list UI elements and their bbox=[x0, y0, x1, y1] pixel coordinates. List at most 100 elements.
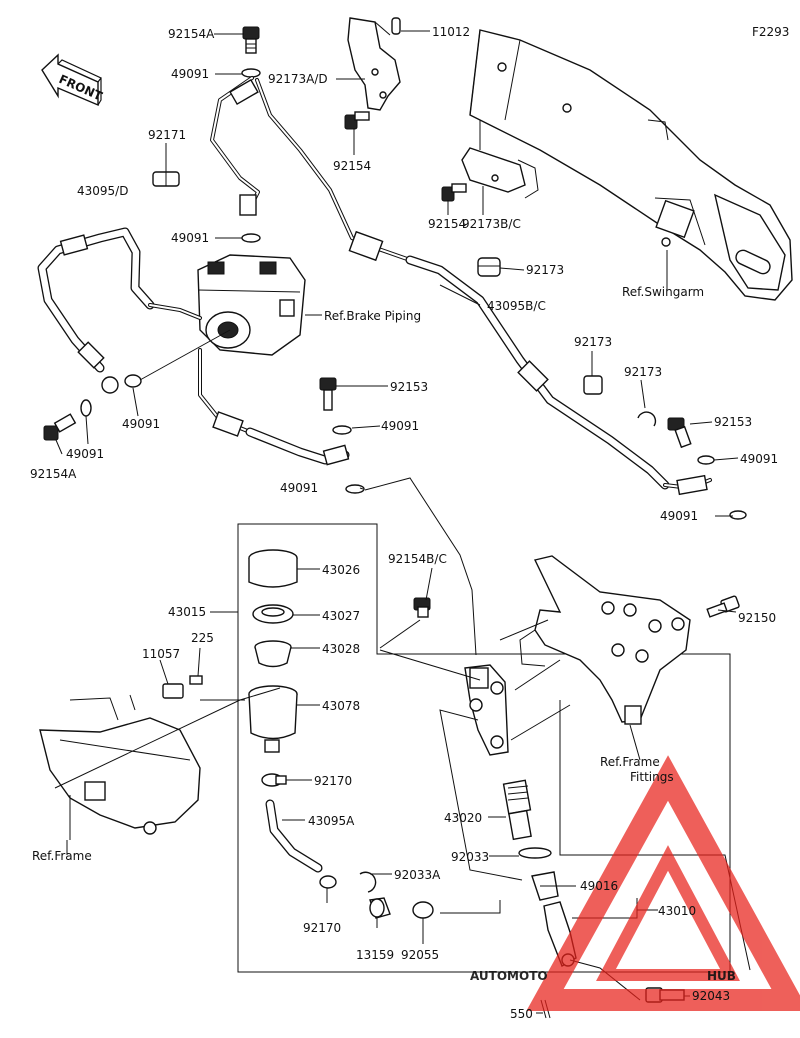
label-ref-brake-piping: Ref.Brake Piping bbox=[324, 309, 421, 323]
figure-code: F2293 bbox=[752, 25, 789, 39]
bolt-92154A-top bbox=[242, 26, 260, 54]
label-92170-b: 92170 bbox=[303, 921, 341, 935]
label-92173-a: 92173 bbox=[526, 263, 564, 277]
label-ref-frame-fittings-1: Ref.Frame bbox=[600, 755, 660, 769]
clamp-92173-a bbox=[477, 257, 501, 277]
label-550: 550 bbox=[510, 1007, 533, 1021]
label-43078: 43078 bbox=[322, 699, 360, 713]
label-49016: 49016 bbox=[580, 879, 618, 893]
label-49091-5: 49091 bbox=[122, 417, 160, 431]
washer-49091-mid bbox=[241, 233, 261, 243]
label-11057: 11057 bbox=[142, 647, 180, 661]
label-43026: 43026 bbox=[322, 563, 360, 577]
label-49091-1: 49091 bbox=[171, 67, 209, 81]
diaphragm-43028 bbox=[254, 640, 292, 668]
abs-unit bbox=[197, 254, 306, 356]
clamp-92170-a bbox=[261, 773, 287, 787]
o-ring-92055 bbox=[412, 901, 434, 919]
bolt-92153-b bbox=[667, 417, 692, 449]
hose-43095D bbox=[37, 227, 202, 394]
label-92173-b: 92173 bbox=[574, 335, 612, 349]
label-43095D: 43095/D bbox=[77, 184, 128, 198]
front-direction-arrow: FRONT bbox=[41, 53, 105, 107]
clip-92173-c bbox=[637, 411, 657, 427]
hose-43095A bbox=[265, 799, 323, 873]
label-43015: 43015 bbox=[168, 605, 206, 619]
label-43028: 43028 bbox=[322, 642, 360, 656]
bolt-92150 bbox=[706, 595, 740, 618]
label-92055: 92055 bbox=[401, 948, 439, 962]
label-92171: 92171 bbox=[148, 128, 186, 142]
watermark-brand-part1: AUTOMOTO bbox=[470, 969, 548, 983]
label-92153-b: 92153 bbox=[714, 415, 752, 429]
pin-11012 bbox=[391, 17, 401, 35]
cap-43026 bbox=[248, 549, 298, 588]
clamp-92173-b bbox=[583, 375, 603, 395]
label-43095A: 43095A bbox=[308, 814, 355, 828]
part-labels: F2293 92154A 49091 92173A/D 11012 92171 … bbox=[30, 25, 789, 1021]
label-92154A-bottom: 92154A bbox=[30, 467, 77, 481]
label-92170-a: 92170 bbox=[314, 774, 352, 788]
label-92173AD: 92173A/D bbox=[268, 72, 328, 86]
label-49091-4: 49091 bbox=[66, 447, 104, 461]
label-92153-a: 92153 bbox=[390, 380, 428, 394]
label-43010: 43010 bbox=[658, 904, 696, 918]
bracket-11057 bbox=[162, 675, 203, 699]
label-92043: 92043 bbox=[692, 989, 730, 1003]
clamp-92170-b bbox=[319, 875, 337, 889]
label-49091-3: 49091 bbox=[381, 419, 419, 433]
label-43027: 43027 bbox=[322, 609, 360, 623]
washer-49091-left bbox=[80, 399, 92, 417]
connector-lines bbox=[364, 477, 477, 656]
frame-fittings-reference bbox=[519, 555, 691, 761]
brake-pipe-front bbox=[210, 76, 412, 262]
bolt-92154A-bottom bbox=[43, 413, 77, 441]
watermark-brand-part2: HUB bbox=[707, 969, 736, 983]
label-92154BC: 92154B/C bbox=[388, 552, 447, 566]
label-43095BC: 43095B/C bbox=[487, 299, 546, 313]
label-49091-8: 49091 bbox=[660, 509, 698, 523]
label-ref-frame: Ref.Frame bbox=[32, 849, 92, 863]
label-92154-b: 92154 bbox=[428, 217, 466, 231]
label-92150: 92150 bbox=[738, 611, 776, 625]
reservoir-43078 bbox=[200, 685, 298, 753]
leader-lines-lower bbox=[54, 567, 751, 1014]
bolt-92154-a bbox=[344, 111, 370, 130]
label-92033A: 92033A bbox=[394, 868, 441, 882]
snap-ring-92033A bbox=[359, 871, 377, 893]
circlip-92033 bbox=[518, 847, 552, 859]
watermark-logo bbox=[526, 755, 800, 1011]
swingarm-reference bbox=[469, 29, 793, 301]
label-ref-frame-fittings-2: Fittings bbox=[630, 770, 674, 784]
label-ref-swingarm: Ref.Swingarm bbox=[622, 285, 704, 299]
hose-bracket-mid bbox=[461, 120, 539, 199]
pushrod-43020 bbox=[502, 779, 532, 841]
reservoir-group-box bbox=[210, 523, 731, 973]
label-92033: 92033 bbox=[451, 850, 489, 864]
label-49091-6: 49091 bbox=[740, 452, 778, 466]
clamp-92171 bbox=[152, 171, 180, 187]
connector-13159 bbox=[369, 897, 391, 919]
leader-lines-upper bbox=[55, 30, 739, 517]
bolt-92153-a bbox=[319, 377, 337, 411]
label-92173BC: 92173B/C bbox=[462, 217, 521, 231]
label-43020: 43020 bbox=[444, 811, 482, 825]
plate-43027 bbox=[252, 604, 294, 624]
label-225: 225 bbox=[191, 631, 214, 645]
label-49091-2: 49091 bbox=[171, 231, 209, 245]
label-92154-a: 92154 bbox=[333, 159, 371, 173]
label-92173-c: 92173 bbox=[624, 365, 662, 379]
hose-bracket-upper bbox=[347, 17, 401, 111]
washer-49091-top bbox=[241, 68, 261, 78]
brake-pipe-lower bbox=[198, 348, 350, 466]
label-49091-7: 49091 bbox=[280, 481, 318, 495]
frame-reference bbox=[39, 694, 201, 840]
label-11012: 11012 bbox=[432, 25, 470, 39]
bolt-92154-b bbox=[441, 183, 467, 202]
bolt-92154BC bbox=[413, 597, 431, 618]
hose-43095BC bbox=[405, 255, 712, 496]
label-92154A-top: 92154A bbox=[168, 27, 215, 41]
master-cylinder-43015 bbox=[464, 664, 509, 756]
